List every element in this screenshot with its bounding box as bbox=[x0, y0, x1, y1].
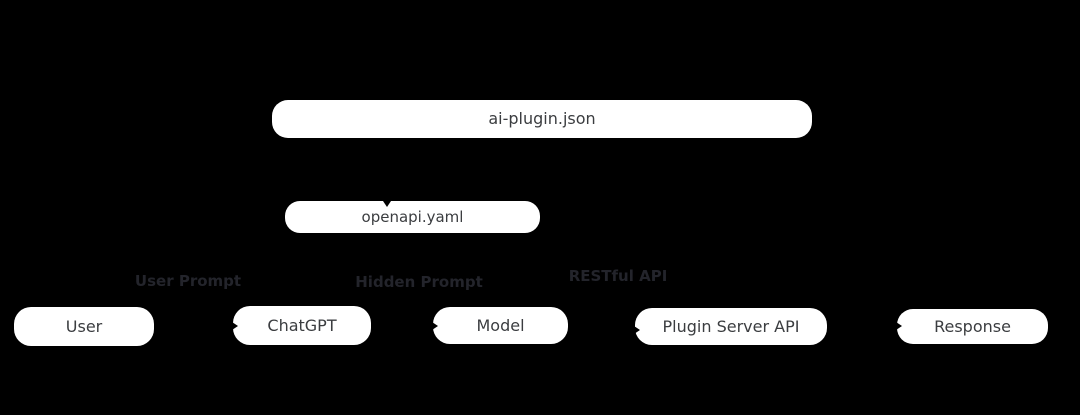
node-response: Response bbox=[897, 309, 1048, 344]
node-ai-plugin-json-label: ai-plugin.json bbox=[488, 109, 596, 128]
node-openapi-yaml: openapi.yaml bbox=[285, 201, 540, 233]
node-chatgpt-label: ChatGPT bbox=[267, 315, 337, 335]
node-ai-plugin-json: ai-plugin.json bbox=[272, 100, 812, 138]
edge-label-user-prompt: User Prompt bbox=[134, 272, 242, 290]
node-model: Model bbox=[433, 307, 568, 344]
node-model-label: Model bbox=[476, 315, 525, 335]
node-response-label: Response bbox=[934, 316, 1011, 336]
node-user-label: User bbox=[65, 316, 103, 336]
arrowhead-down-icon bbox=[381, 198, 393, 207]
arrowhead-right-icon bbox=[229, 320, 238, 332]
node-user: User bbox=[14, 307, 154, 346]
edge-label-hidden-prompt: Hidden Prompt bbox=[355, 273, 483, 291]
node-openapi-yaml-label: openapi.yaml bbox=[361, 207, 464, 226]
arrowhead-right-icon bbox=[893, 320, 902, 332]
edge-label-restful-api: RESTful API bbox=[568, 267, 668, 285]
arrowhead-right-icon bbox=[631, 324, 640, 336]
node-plugin-server-api-label: Plugin Server API bbox=[662, 316, 800, 336]
node-plugin-server-api: Plugin Server API bbox=[635, 308, 827, 345]
arrowhead-right-icon bbox=[429, 320, 438, 332]
node-chatgpt: ChatGPT bbox=[233, 306, 371, 345]
